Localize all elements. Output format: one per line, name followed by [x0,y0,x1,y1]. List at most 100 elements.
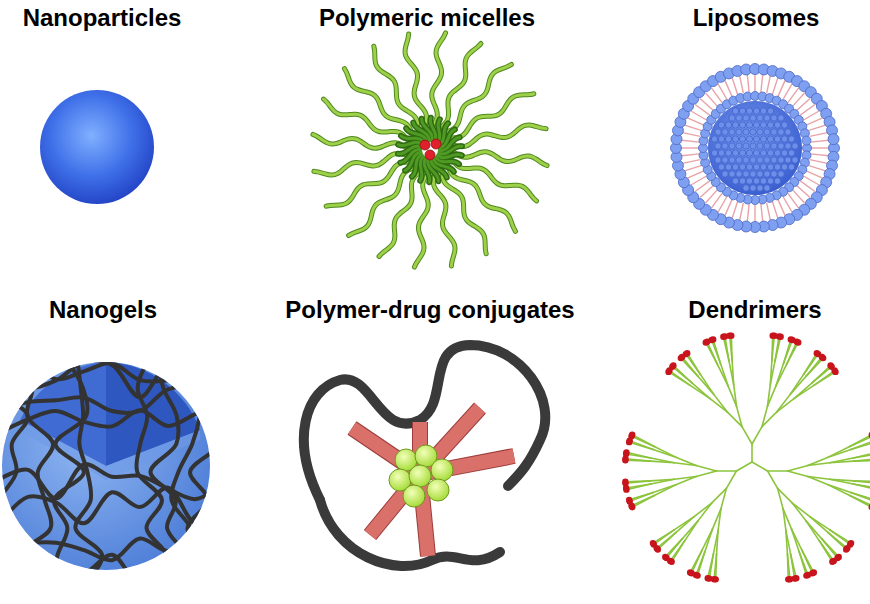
core-texture [760,108,766,114]
dendrimer-branch [794,385,814,398]
micelle-strand [344,69,412,134]
lipid-tail [732,201,738,218]
core-texture [715,143,721,149]
core-texture [718,150,724,156]
core-texture [746,178,752,184]
core-texture [729,129,735,135]
dendrimer-branch [696,471,716,476]
core-texture [788,136,794,142]
lipid-head [828,134,839,145]
core-texture [781,164,787,170]
core-texture [732,164,738,170]
lipid-tail [695,181,710,192]
lipid-tail [803,176,819,185]
terminal-group [622,478,628,484]
core-texture [753,178,759,184]
core-texture [750,115,756,121]
micelle-strand [374,46,418,129]
dendrimer-branch [665,539,682,557]
micelle-strand [454,152,547,166]
dendrimer-branch [850,495,870,507]
gel-strand [171,360,201,584]
dendrimer-branch [854,481,870,483]
polymer-backbone [304,345,545,500]
dendrimer-branch [828,449,851,457]
dendrimer-branch [654,447,676,458]
core-texture [743,129,749,135]
dendrimer-branch [791,529,799,552]
core-texture [764,143,770,149]
micelle-strand [326,162,409,206]
core-texture [732,108,738,114]
dendrimer-branch [714,554,716,579]
core-texture [746,164,752,170]
core-texture [739,178,745,184]
micelle-strand [313,134,406,148]
core-texture [767,150,773,156]
core-texture [778,143,784,149]
core-texture [757,185,763,191]
core-texture [750,129,756,135]
micelle-strand [454,152,547,166]
dendrimer-branch [787,554,789,579]
core-texture [764,171,770,177]
core-texture [739,150,745,156]
core-texture [736,157,742,163]
dendrimer-branch [700,374,713,394]
core-texture [743,143,749,149]
core-texture [739,122,745,128]
dendrimer-branch [806,521,819,541]
lipid-tail [754,74,755,92]
gel-strand [0,386,224,412]
dendrimer-branch [853,454,870,458]
dendrimer-branch [770,361,775,385]
core-texture [729,157,735,163]
gel-strand [0,361,224,398]
terminal-group [710,336,716,342]
lipid-tail [778,80,785,96]
dendrimer-branch [702,529,713,551]
dendrimer-branch [723,337,729,361]
dendrimer-branch [625,480,650,482]
dendrimer-branch [853,452,870,458]
dendrimer-branch [625,460,650,462]
lipid-tail [772,201,778,218]
core-texture [792,143,798,149]
dendrimer-branch [854,460,870,462]
core-texture [774,164,780,170]
lipid-tail [685,165,702,171]
dendrimer-branch [676,457,696,465]
terminal-group [869,432,870,438]
lipid-tail [767,76,771,94]
core-texture [771,143,777,149]
dendrimer-branch [734,385,737,407]
core-texture [729,171,735,177]
dendrimer-branch [786,530,791,554]
dendrimer-branch [714,394,727,411]
dendrimer-branch [686,354,701,374]
lipid-tail [811,140,829,142]
core-texture [753,108,759,114]
lipid-tail [800,105,815,116]
core-texture [729,115,735,121]
dendrimer-branch [814,372,835,385]
dendrimer-branch [768,471,778,488]
micelle-strand [405,34,427,127]
dendrimer-branch [787,554,789,579]
core-texture [781,136,787,142]
linker-rod [352,428,420,474]
dendrimer-branch [626,484,651,488]
terminal-group [795,339,801,345]
lipid-tail [761,204,763,222]
nanogel [0,358,224,588]
core-texture [743,115,749,121]
core-texture [764,115,770,121]
lipid-tail [740,76,744,94]
dendrimer-branch [690,550,702,572]
core-texture [746,108,752,114]
core-texture [736,143,742,149]
lipid-tail [712,88,723,103]
dendrimer-branch [694,503,711,516]
terminal-group [843,546,849,552]
